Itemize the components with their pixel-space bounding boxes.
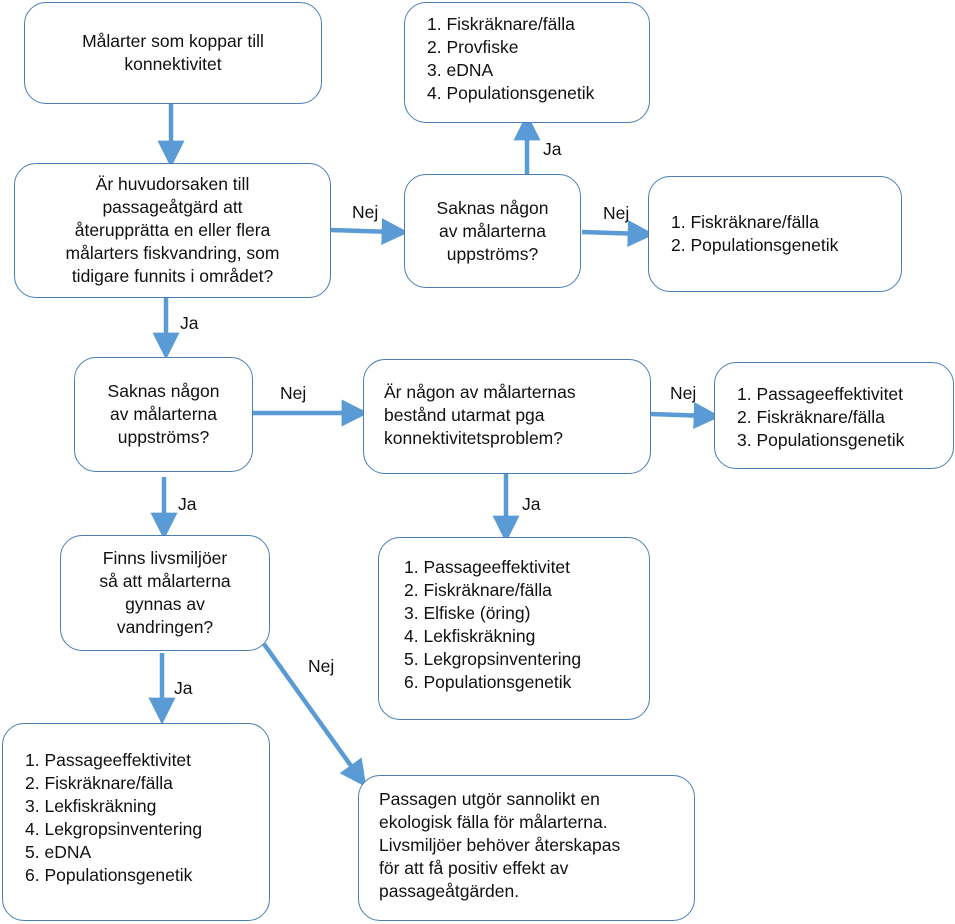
depleted-line: Är någon av målarternas — [384, 382, 576, 402]
missing-top-line: Saknas någon — [436, 197, 549, 218]
trap-line: Livsmiljöer behöver återskapas — [379, 835, 621, 855]
list-item: 6. Populationsgenetik — [25, 865, 193, 885]
list-item: 1. Fiskräknare/fälla — [671, 212, 819, 232]
list-item: 4. Lekfiskräkning — [404, 626, 536, 646]
habitat-question-box: Finns livsmiljöer så att målarterna gynn… — [60, 535, 270, 651]
main-question-box: Är huvudorsaken till passageåtgärd att å… — [14, 163, 331, 298]
list-top-box: 1. Fiskräknare/fälla 2. Provfiske 3. eDN… — [404, 2, 650, 123]
missing-top-line: uppströms? — [446, 243, 539, 264]
habitat-line: vandringen? — [116, 617, 214, 637]
label-nej-top-right: Nej — [603, 203, 630, 223]
list-item: 1. Fiskräknare/fälla — [427, 14, 575, 34]
label-ja-mid-center: Ja — [522, 494, 541, 514]
list-item: 3. Elfiske (öring) — [404, 603, 531, 623]
label-ja-main: Ja — [180, 313, 199, 333]
arrow-missing-top-to-list-top-right — [581, 220, 655, 248]
label-nej-main: Nej — [352, 202, 379, 222]
list-item: 3. eDNA — [427, 60, 494, 80]
list-item: 2. Provfiske — [427, 37, 519, 57]
list-item: 5. eDNA — [25, 842, 92, 862]
depleted-question-box: Är någon av målarternas bestånd utarmat … — [363, 359, 651, 474]
list-item: 3. Lekfiskräkning — [25, 796, 157, 816]
start-box: Målarter som koppar till konnektivitet — [24, 2, 322, 104]
label-ja-bottom: Ja — [174, 678, 193, 698]
list-item: 4. Lekgropsinventering — [25, 819, 203, 839]
main-question-line: återupprätta en eller flera — [74, 220, 271, 240]
main-question-line: passageåtgärd att — [102, 197, 243, 217]
list-item: 2. Fiskräknare/fälla — [404, 580, 552, 600]
list-mid-center-box: 1. Passageeffektivitet 2. Fiskräknare/fä… — [378, 537, 650, 720]
list-item: 4. Populationsgenetik — [427, 83, 595, 103]
list-item: 3. Populationsgenetik — [737, 430, 905, 450]
label-ja-top: Ja — [543, 139, 562, 159]
list-mid-right-box: 1. Passageeffektivitet 2. Fiskräknare/fä… — [714, 362, 954, 469]
habitat-line: så att målarterna — [99, 571, 231, 591]
start-line: Målarter som koppar till — [82, 31, 264, 51]
list-item: 5. Lekgropsinventering — [404, 649, 582, 669]
main-question-line: målarters fiskvandring, som — [65, 243, 280, 263]
start-line: konnektivitet — [124, 54, 222, 74]
arrow-habitat-to-trap — [262, 642, 367, 788]
missing-mid-line: av målarterna — [110, 404, 217, 424]
missing-top-line: av målarterna — [439, 220, 546, 241]
depleted-line: konnektivitetsproblem? — [384, 428, 563, 448]
missing-mid-line: uppströms? — [117, 427, 210, 447]
trap-line: för att få positiv effekt av — [379, 858, 569, 878]
trap-line: passageåtgärden. — [379, 881, 520, 901]
list-item: 1. Passageeffektivitet — [404, 557, 571, 577]
ecological-trap-box: Passagen utgör sannolikt en ekologisk fä… — [358, 775, 695, 921]
trap-line: ekologisk fälla för målarterna. — [379, 812, 608, 832]
list-bottom-left-box: 1. Passageeffektivitet 2. Fiskräknare/fä… — [2, 723, 270, 921]
label-nej-mid: Nej — [280, 383, 307, 403]
main-question-line: Är huvudorsaken till — [95, 174, 250, 194]
list-top-right-box: 1. Fiskräknare/fälla 2. Populationsgenet… — [648, 176, 902, 292]
list-item: 2. Populationsgenetik — [671, 235, 839, 255]
missing-mid-line: Saknas någon — [107, 381, 220, 401]
arrow-depleted-to-list-mid-right — [650, 402, 721, 429]
arrow-main-to-missing-top — [330, 218, 409, 246]
habitat-line: Finns livsmiljöer — [102, 548, 228, 568]
list-item: 1. Passageeffektivitet — [25, 750, 192, 770]
list-item: 1. Passageeffektivitet — [737, 384, 904, 404]
main-question-line: tidigare funnits i området? — [71, 266, 274, 286]
trap-line: Passagen utgör sannolikt en — [379, 789, 600, 809]
missing-mid-question-box: Saknas någon av målarterna uppströms? — [74, 357, 253, 472]
depleted-line: bestånd utarmat pga — [384, 405, 545, 425]
list-item: 2. Fiskräknare/fälla — [25, 773, 173, 793]
label-nej-mid-right: Nej — [670, 383, 697, 403]
label-nej-trap: Nej — [308, 656, 335, 676]
list-item: 6. Populationsgenetik — [404, 672, 572, 692]
habitat-line: gynnas av — [125, 594, 205, 614]
missing-top-question-box: Saknas någon av målarterna uppströms? — [404, 174, 581, 288]
label-ja-mid-left: Ja — [178, 494, 197, 514]
list-item: 2. Fiskräknare/fälla — [737, 407, 885, 427]
